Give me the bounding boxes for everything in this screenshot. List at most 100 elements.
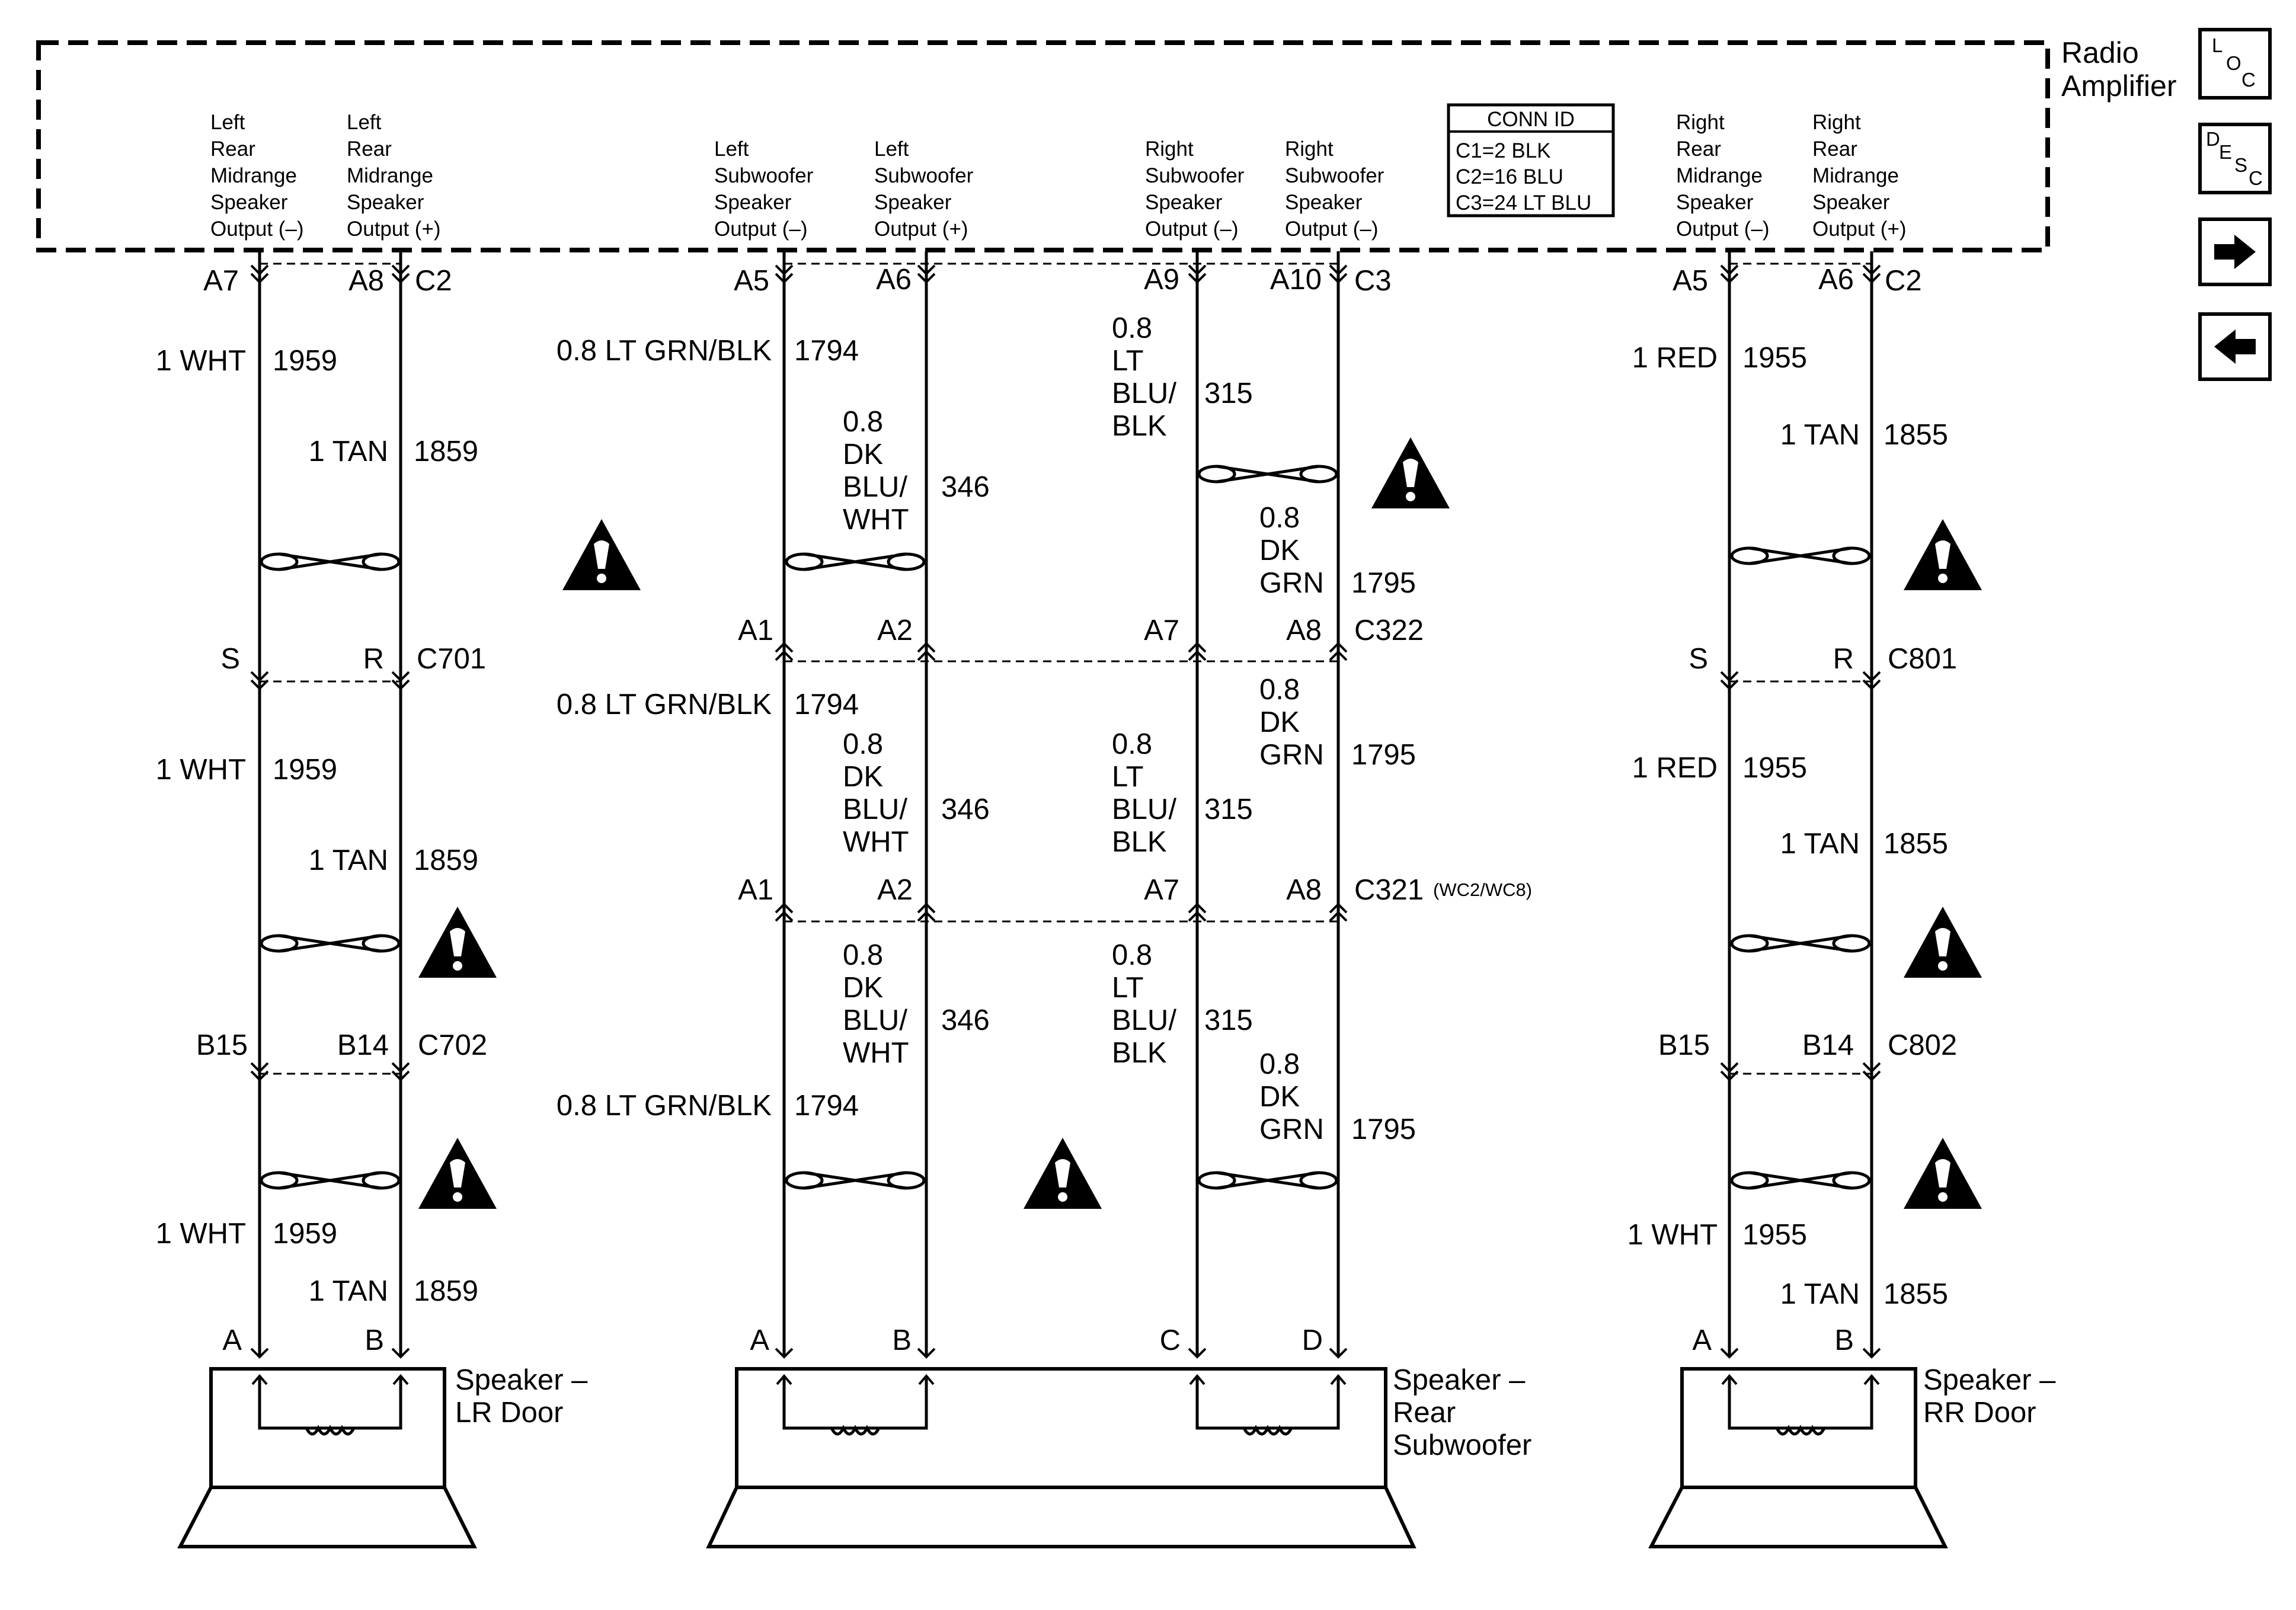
svg-text:S: S — [1689, 643, 1708, 675]
conn-id-line-3: C3=24 LT BLU — [1456, 191, 1591, 215]
conn-id-box: CONN ID C1=2 BLK C2=16 BLU C3=24 LT BLU — [1447, 103, 1615, 217]
svg-text:A: A — [222, 1324, 242, 1356]
svg-text:B14: B14 — [1802, 1029, 1854, 1061]
svg-text:B14: B14 — [337, 1029, 389, 1061]
amplifier-title: Radio Amplifier — [2061, 36, 2176, 103]
svg-text:A5: A5 — [734, 265, 769, 297]
svg-text:B15: B15 — [196, 1029, 248, 1061]
svg-text:R: R — [1833, 643, 1854, 675]
speaker-rr-door: Speaker –RR Door — [1648, 1364, 2056, 1548]
pin-chevrons — [250, 264, 1881, 1359]
conn-id-line-1: C1=2 BLK — [1456, 139, 1551, 162]
conn-id-line-2: C2=16 BLU — [1456, 165, 1563, 188]
speaker-lr-door: Speaker –LR Door — [177, 1364, 588, 1548]
twisted-pair-icon — [261, 466, 1869, 1188]
arrow-left-icon — [2214, 329, 2256, 364]
svg-text:1959: 1959 — [273, 345, 337, 377]
svg-text:C: C — [1160, 1324, 1181, 1356]
svg-text:A6: A6 — [876, 264, 912, 296]
svg-text:C3: C3 — [1354, 265, 1392, 297]
svg-text:315: 315 — [1204, 1004, 1253, 1036]
svg-text:A2: A2 — [877, 614, 913, 646]
svg-text:B: B — [892, 1324, 912, 1356]
connector-dashes — [260, 263, 1872, 1075]
svg-text:1 WHT: 1 WHT — [156, 1218, 246, 1250]
svg-text:346: 346 — [941, 793, 990, 825]
svg-text:A7: A7 — [1144, 874, 1179, 906]
connector-c321: C321 — [1354, 874, 1424, 906]
wires — [258, 251, 1873, 1357]
svg-text:1859: 1859 — [414, 436, 478, 468]
svg-text:1 WHT: 1 WHT — [156, 345, 246, 377]
svg-text:A8: A8 — [348, 265, 384, 297]
svg-text:A5: A5 — [1673, 265, 1708, 297]
connector-c801: C801 — [1888, 643, 1957, 675]
svg-text:A9: A9 — [1144, 264, 1179, 296]
svg-text:1959: 1959 — [273, 754, 337, 786]
svg-text:C: C — [2249, 167, 2263, 189]
svg-text:1 RED: 1 RED — [1632, 342, 1718, 374]
svg-text:346: 346 — [941, 471, 990, 503]
next-page-button[interactable] — [2198, 217, 2272, 286]
desc-button[interactable]: D E S C — [2198, 123, 2272, 194]
svg-text:B15: B15 — [1658, 1029, 1710, 1061]
svg-text:1859: 1859 — [414, 1275, 478, 1307]
svg-text:D: D — [2206, 128, 2220, 150]
svg-text:1 TAN: 1 TAN — [309, 844, 388, 876]
svg-text:0.8 LT GRN/BLK: 0.8 LT GRN/BLK — [557, 689, 772, 721]
svg-text:315: 315 — [1204, 377, 1253, 409]
svg-text:O: O — [2226, 52, 2241, 74]
prev-page-button[interactable] — [2198, 312, 2272, 381]
svg-text:B: B — [364, 1324, 384, 1356]
speaker-lr-label: Speaker –LR Door — [455, 1364, 588, 1429]
svg-text:R: R — [363, 643, 384, 675]
svg-text:A8: A8 — [1286, 874, 1322, 906]
svg-text:1 TAN: 1 TAN — [309, 1275, 388, 1307]
svg-text:1 TAN: 1 TAN — [1780, 1278, 1860, 1310]
svg-text:A1: A1 — [738, 874, 773, 906]
conn-id-title: CONN ID — [1487, 108, 1575, 131]
svg-text:1955: 1955 — [1742, 1219, 1807, 1251]
svg-text:A6: A6 — [1818, 264, 1854, 296]
svg-text:1794: 1794 — [794, 1090, 859, 1122]
svg-text:1855: 1855 — [1884, 828, 1948, 860]
svg-text:A2: A2 — [877, 874, 913, 906]
svg-text:S: S — [2234, 154, 2247, 176]
svg-text:1959: 1959 — [273, 1218, 337, 1250]
svg-text:D: D — [1302, 1324, 1323, 1356]
svg-text:1 WHT: 1 WHT — [1627, 1219, 1718, 1251]
svg-text:1859: 1859 — [414, 844, 478, 876]
svg-text:A10: A10 — [1270, 264, 1322, 296]
connector-c322: C322 — [1354, 614, 1424, 646]
svg-text:1 WHT: 1 WHT — [156, 754, 246, 786]
svg-text:A: A — [1692, 1324, 1712, 1356]
connector-c802: C802 — [1888, 1029, 1957, 1061]
svg-text:C2: C2 — [415, 265, 452, 297]
svg-text:0.8 LT GRN/BLK: 0.8 LT GRN/BLK — [557, 335, 772, 367]
connector-c321-note: (WC2/WC8) — [1433, 879, 1532, 900]
svg-text:A1: A1 — [738, 614, 773, 646]
svg-text:1 TAN: 1 TAN — [309, 436, 388, 468]
speaker-rr-label: Speaker –RR Door — [1923, 1364, 2056, 1429]
loc-button[interactable]: L O C — [2198, 28, 2272, 100]
svg-text:1 RED: 1 RED — [1632, 752, 1718, 784]
svg-text:1795: 1795 — [1351, 739, 1416, 771]
connector-c701: C701 — [417, 643, 486, 675]
svg-text:E: E — [2219, 141, 2232, 163]
svg-text:A7: A7 — [203, 265, 239, 297]
amplifier-box — [36, 40, 2050, 252]
svg-text:B: B — [1834, 1324, 1854, 1356]
